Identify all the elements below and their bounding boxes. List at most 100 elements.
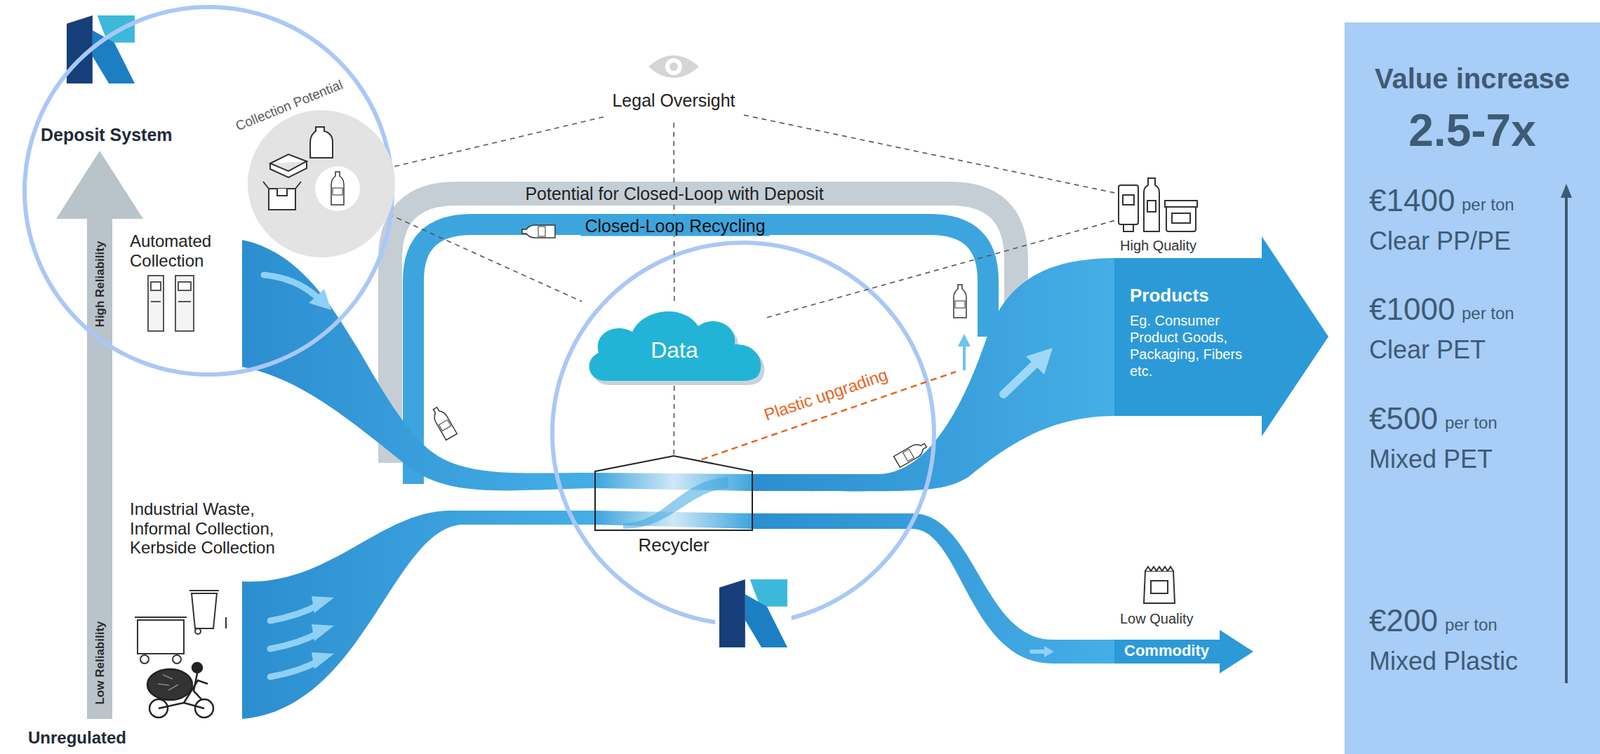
product-arrow [1114, 236, 1329, 437]
potential-circle [247, 110, 396, 258]
quality-label: Low Quality [1120, 611, 1194, 626]
bottle-icon [429, 405, 457, 441]
product-arrow [1171, 213, 1191, 224]
node-heading: Products [1129, 286, 1210, 305]
building-outline [595, 472, 752, 492]
product-arrow [1147, 200, 1156, 212]
motorbike-icon [193, 673, 203, 701]
dashed-connector [392, 117, 604, 168]
waste-bin [134, 590, 226, 664]
collection-machine [150, 301, 161, 303]
circle-outline [22, 4, 395, 377]
node-label: Recycler [637, 536, 709, 555]
company-logo [715, 576, 792, 651]
flow-arrow [311, 596, 335, 614]
price-unit: per ton [1461, 305, 1515, 323]
node-heading: Deposit System [40, 126, 173, 144]
waste-bin [225, 617, 227, 629]
panel-title: Value increase [1374, 64, 1570, 93]
source-label: Industrial Waste, Informal Collection, K… [129, 499, 320, 558]
potential-circle [247, 110, 396, 258]
recycler-building: Recycler [595, 456, 753, 562]
potential-circle [263, 127, 333, 210]
product-arrow [1118, 185, 1139, 225]
collection-machine [178, 282, 191, 291]
collection-circle: Collection Potential [247, 110, 396, 258]
band-label: Closed-Loop Recycling [580, 216, 770, 237]
highlight-circle [552, 242, 935, 625]
flow-arrow [263, 275, 316, 297]
waste-bin [134, 616, 187, 619]
upgrade-line [701, 371, 956, 460]
company-logo [66, 15, 135, 84]
company-logo [719, 579, 746, 648]
eye-icon [665, 58, 683, 76]
company-logo [745, 594, 788, 648]
flow-arrow [270, 604, 320, 622]
potential-circle [270, 154, 307, 178]
eye-icon [648, 55, 699, 78]
node-heading: Commodity [1124, 643, 1210, 659]
material-stream [242, 510, 596, 720]
line-label: Plastic upgrading [762, 366, 890, 424]
axis-label: High Reliability [94, 241, 106, 328]
potential-circle [310, 127, 333, 158]
output-arrow: Low QualityCommodity [1114, 561, 1254, 681]
motorbike-icon [157, 675, 179, 691]
collection-machine [148, 275, 194, 332]
oversight-node: Legal Oversight [603, 42, 744, 123]
potential-circle [331, 171, 344, 205]
motorbike-icon [158, 680, 208, 709]
node-label: Legal Oversight [611, 91, 735, 110]
commodity-arrow [1150, 581, 1168, 594]
product-arrow [1118, 178, 1198, 232]
commodity-arrow [1145, 567, 1174, 572]
output-arrow: High QualityProductsEg. Consumer Product… [1114, 176, 1329, 437]
material-stream [752, 513, 1116, 664]
dashed-connector [672, 122, 675, 302]
waste-bin [172, 655, 182, 664]
cloud-shape [581, 301, 768, 386]
collection-machine [178, 301, 191, 303]
price-unit: per ton [1461, 196, 1515, 214]
price-value: €500 [1369, 403, 1438, 435]
waste-bin [191, 593, 217, 629]
product-arrow [1114, 176, 1329, 437]
dashed-connector [743, 115, 1115, 193]
price-value: €200 [1369, 605, 1438, 637]
flow-arrow [1031, 649, 1046, 655]
building-outline [595, 456, 753, 562]
panel-figure: 2.5-7x [1408, 108, 1536, 153]
cloud-shape [592, 315, 765, 386]
price-value: €1000 [1369, 294, 1455, 325]
node-body: Eg. Consumer Product Goods, Packaging, F… [1129, 312, 1251, 380]
material-name: Mixed PET [1369, 447, 1493, 473]
commodity-arrow [1143, 571, 1175, 604]
potential-circle [268, 188, 296, 210]
material-stream [242, 240, 596, 491]
company-logo [92, 30, 135, 84]
flow-arrow [1003, 362, 1038, 395]
motorbike-icon [192, 663, 203, 673]
collection-machine [148, 275, 164, 332]
quality-label: High Quality [1120, 238, 1197, 253]
axis-label: Unregulated [28, 729, 127, 747]
flow-arrow [270, 632, 320, 650]
bottle-icon [953, 284, 967, 318]
reliability-arrow [87, 218, 113, 720]
commodity-arrow [1114, 630, 1254, 674]
product-arrow [1164, 200, 1198, 208]
node-label: Data [650, 338, 699, 362]
reliability-arrow [56, 150, 144, 720]
axis-label: Low Reliability [94, 621, 106, 705]
data-cloud: Data [581, 301, 768, 386]
potential-circle [315, 166, 360, 212]
panel-background [1564, 195, 1568, 684]
building-outline [595, 510, 752, 530]
product-arrow [1123, 224, 1134, 232]
dashed-connector [388, 214, 582, 302]
flow-arrow [263, 275, 1055, 678]
commodity-arrow [1143, 567, 1175, 604]
building-outline [623, 477, 729, 530]
